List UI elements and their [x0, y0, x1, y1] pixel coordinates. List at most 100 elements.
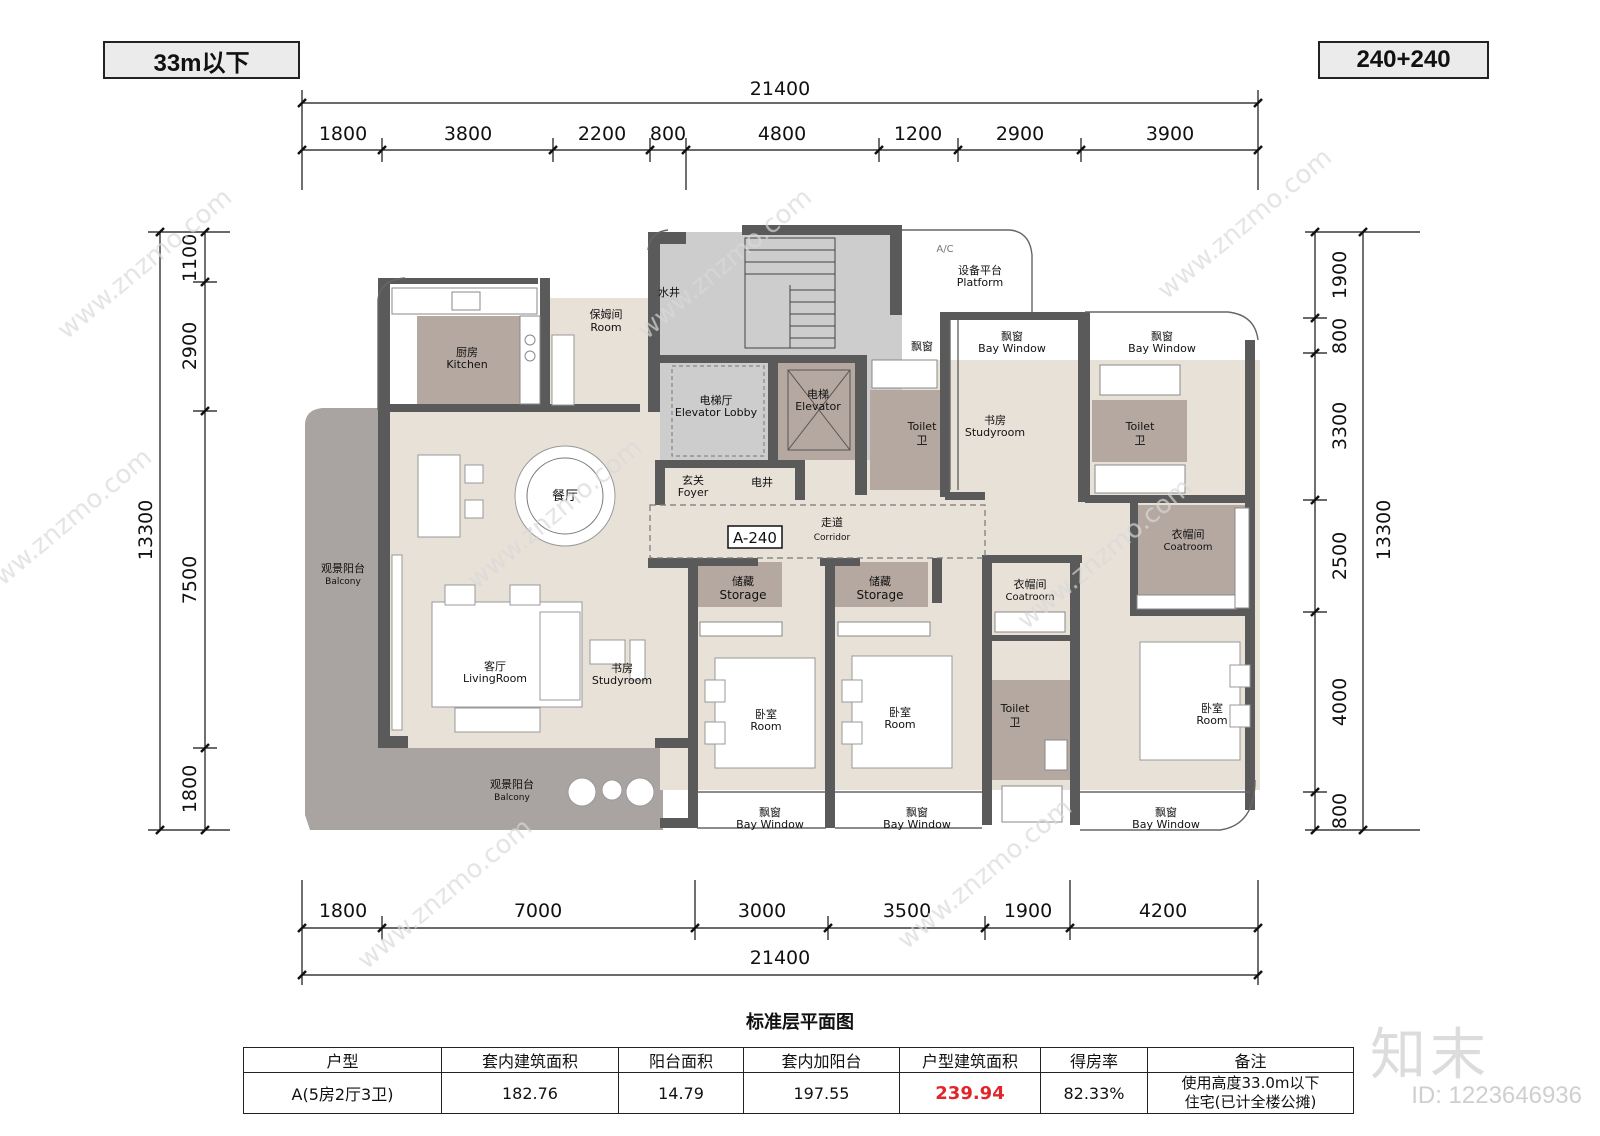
bedroom-2-label: 卧室 — [889, 705, 911, 719]
maid-room-label-en: Room — [590, 321, 621, 334]
header-unit-type: 户型 — [243, 1047, 442, 1073]
dim-left-4: 1800 — [179, 765, 201, 813]
dim-top-7: 2900 — [996, 123, 1044, 145]
maid-room-bed — [551, 334, 575, 406]
maid-room-label: 保姆间 — [590, 307, 623, 321]
ac-mark: A/C — [936, 244, 953, 255]
dim-top-6: 1200 — [894, 123, 942, 145]
tv-wall — [391, 554, 403, 731]
corridor-label: 走道 — [821, 515, 843, 529]
elevator-label-en: Elevator — [795, 400, 841, 413]
kitchen-island — [417, 454, 484, 538]
bedroom-2-label-en: Room — [884, 718, 915, 731]
bay-window-b2-label-en: Bay Window — [883, 818, 951, 831]
watermark-site-1: www.znzmo.com — [52, 182, 238, 345]
balcony-side-label-en: Balcony — [325, 577, 361, 587]
header-balcony-area: 阳台面积 — [618, 1047, 744, 1073]
dim-bottom-2: 7000 — [514, 900, 562, 922]
dim-top-3: 2200 — [578, 123, 626, 145]
elevator-lobby-label-en: Elevator Lobby — [675, 406, 758, 419]
kitchen-dark — [417, 316, 520, 406]
sofa-set — [431, 584, 646, 733]
bath-fixtures — [871, 359, 1186, 823]
dim-right-3: 3300 — [1329, 402, 1351, 450]
dim-right-5: 4000 — [1329, 678, 1351, 726]
dimension-ticks — [155, 98, 1368, 980]
bay-window-2-label: 飘窗 — [1151, 329, 1173, 343]
header-gross-area: 户型建筑面积 — [899, 1047, 1041, 1073]
dim-right-2: 800 — [1329, 318, 1351, 354]
bedroom-1-label-en: Room — [750, 720, 781, 733]
dim-bottom-3: 3000 — [738, 900, 786, 922]
bay-window-b1-label: 飘窗 — [759, 805, 781, 819]
cell-gross-area: 239.94 — [899, 1072, 1041, 1114]
foyer-label-en: Foyer — [678, 486, 709, 499]
kitchen-fixtures — [391, 287, 541, 405]
toilet-2-label: Toilet — [1125, 420, 1155, 433]
bay-window-1-label-en: Bay Window — [978, 342, 1046, 355]
dim-top-2: 3800 — [444, 123, 492, 145]
dim-right-total: 13300 — [1373, 500, 1395, 560]
dim-right-4: 2500 — [1329, 532, 1351, 580]
cell-inner-area: 182.76 — [441, 1072, 619, 1114]
balcony-side-label: 观景阳台 — [321, 561, 365, 575]
coatroom-2-label-en: Coatroom — [1163, 542, 1212, 553]
dim-right-6: 800 — [1329, 793, 1351, 829]
elevator-cross-icon — [787, 369, 851, 451]
toilet-1-label: Toilet — [907, 420, 937, 433]
toilet-3-label: Toilet — [1000, 702, 1030, 715]
toilet-2-label-cn: 卫 — [1135, 434, 1146, 447]
cell-unit-type: A(5房2厅3卫) — [243, 1072, 442, 1114]
bedroom-3-label: 卧室 — [1201, 701, 1223, 715]
balcony-chairs — [567, 777, 655, 807]
watermark-site-3: www.znzmo.com — [1152, 142, 1338, 305]
watermark-id: ID: 1223646936 — [1411, 1082, 1582, 1109]
elevator-lobby-fill — [660, 360, 770, 460]
dim-right-1: 1900 — [1329, 251, 1351, 299]
dim-top-total: 21400 — [750, 78, 810, 100]
dim-top-4: 800 — [650, 123, 686, 145]
foyer-label: 玄关 — [682, 473, 704, 487]
coatroom-1-label-en: Coatroom — [1005, 592, 1054, 603]
remark-line-2: 住宅(已计全楼公摊) — [1184, 1093, 1317, 1111]
bay-window-small-label: 飘窗 — [911, 339, 933, 353]
storage-1-fill — [697, 562, 782, 607]
height-category-tag: 33m以下 — [103, 41, 300, 79]
cell-inner-plus-balcony: 197.55 — [743, 1072, 900, 1114]
bay-window-1-label: 飘窗 — [1001, 329, 1023, 343]
dim-left-total: 13300 — [135, 500, 157, 560]
header-remarks: 备注 — [1147, 1047, 1354, 1073]
living-label: 客厅 — [484, 659, 506, 673]
bedroom-1-label: 卧室 — [755, 707, 777, 721]
study-2-label-en: Studyroom — [592, 674, 652, 687]
dim-bottom-4: 3500 — [883, 900, 931, 922]
study-2-label: 书房 — [611, 662, 633, 675]
dining-label: 餐厅 — [552, 488, 578, 504]
storage-2-label: 储藏 — [869, 574, 891, 588]
bay-window-2-label-en: Bay Window — [1128, 342, 1196, 355]
storage-2-label-en: Storage — [857, 588, 904, 602]
corridor-label-en: Corridor — [814, 533, 851, 543]
dim-top-8: 3900 — [1146, 123, 1194, 145]
brand-watermark-logo: 知末 — [1370, 1023, 1490, 1088]
toilet-1-label-cn: 卫 — [917, 434, 928, 447]
cell-efficiency: 82.33% — [1040, 1072, 1148, 1114]
ac-unit-icon — [935, 278, 959, 302]
elevator-lobby-label: 电梯厅 — [700, 394, 733, 407]
bay-window-b2-label: 飘窗 — [906, 805, 928, 819]
dim-top-5: 4800 — [758, 123, 806, 145]
plan-caption: 标准层平面图 — [746, 1012, 854, 1033]
storage-1-label: 储藏 — [732, 574, 754, 588]
wardrobes — [699, 507, 1250, 637]
elevator-label: 电梯 — [807, 388, 829, 401]
cell-remarks: 使用高度33.0m以下 住宅(已计全楼公摊) — [1147, 1072, 1354, 1114]
walls — [378, 225, 1255, 828]
dim-left-2: 2900 — [179, 322, 201, 370]
corridor-outline — [649, 504, 986, 559]
bay-window-b3-label-en: Bay Window — [1132, 818, 1200, 831]
header-inner-plus-balcony: 套内加阳台 — [743, 1047, 900, 1073]
header-inner-area: 套内建筑面积 — [441, 1047, 619, 1073]
dim-bottom-5: 1900 — [1004, 900, 1052, 922]
dim-left-3: 7500 — [179, 556, 201, 604]
balcony-bottom-label-en: Balcony — [494, 793, 530, 803]
